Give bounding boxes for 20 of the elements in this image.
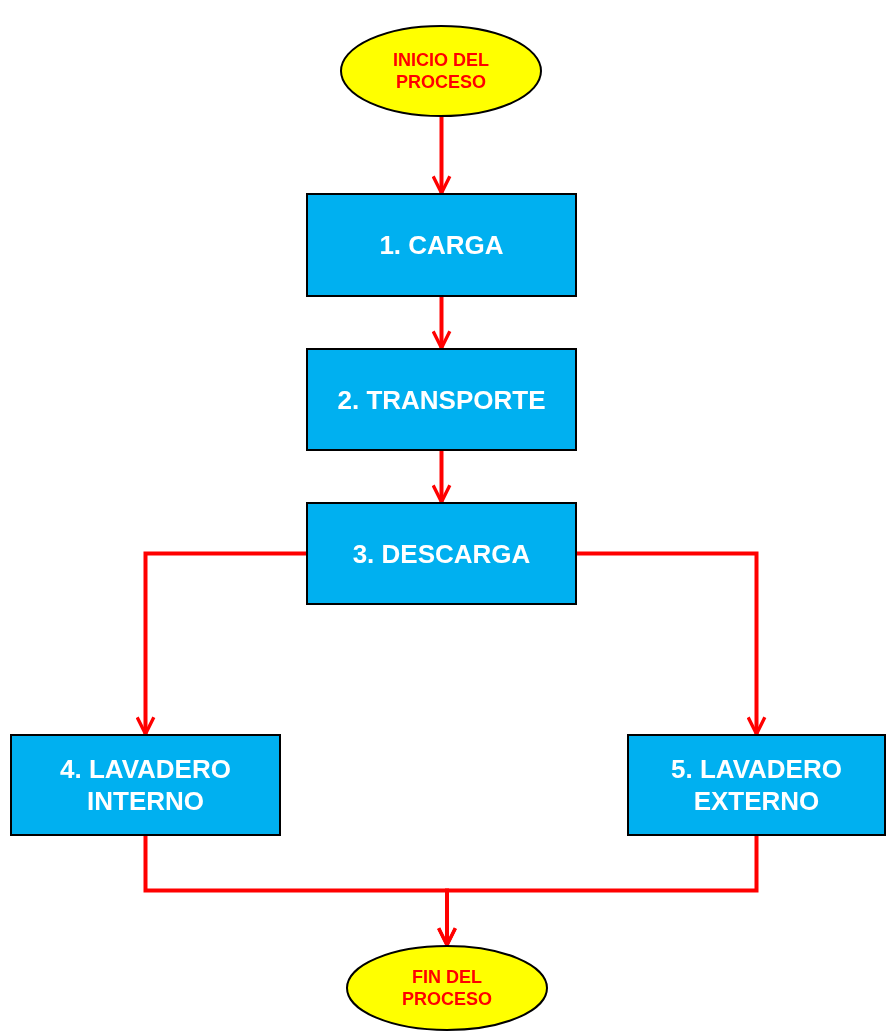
node-label: FIN DEL PROCESO — [401, 966, 493, 1010]
node-label: 2. TRANSPORTE — [337, 383, 546, 416]
arrow — [431, 297, 452, 350]
arrow — [431, 117, 452, 195]
process-box — [306, 193, 577, 297]
terminal-ellipse — [346, 945, 548, 1031]
process-box — [10, 734, 281, 836]
arrow — [431, 451, 452, 504]
arrow — [437, 836, 759, 947]
node-label: 1. CARGA — [379, 229, 504, 261]
node-label: 4. LAVADERO INTERNO — [59, 753, 232, 817]
node-label: 5. LAVADERO EXTERNO — [670, 753, 843, 817]
arrow — [577, 551, 767, 736]
arrow — [135, 551, 306, 736]
terminal-ellipse — [340, 25, 542, 117]
node-label: 3. DESCARGA — [352, 537, 531, 570]
process-box — [306, 348, 577, 451]
process-box — [306, 502, 577, 605]
node-label: INICIO DEL PROCESO — [392, 49, 490, 93]
process-box — [627, 734, 886, 836]
